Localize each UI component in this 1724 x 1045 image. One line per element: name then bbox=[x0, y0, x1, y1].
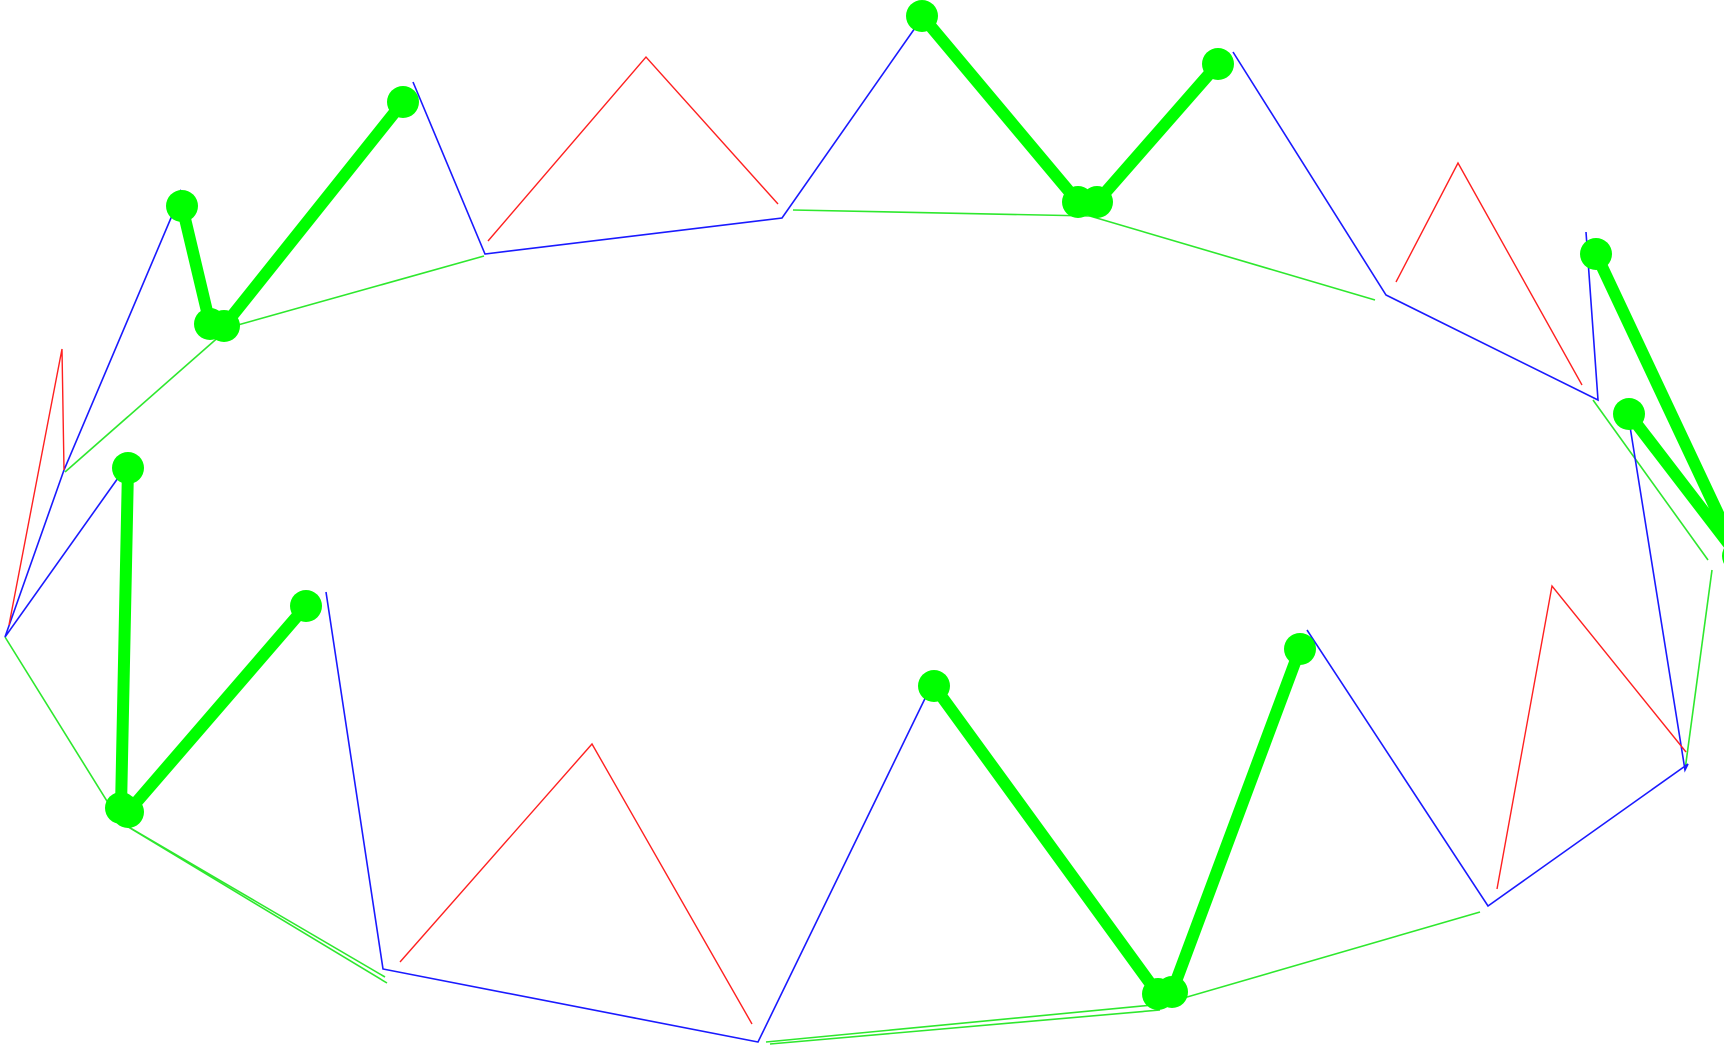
red-zigzag bbox=[1496, 584, 1687, 890]
green-edge bbox=[1592, 399, 1709, 561]
atom bbox=[1613, 398, 1645, 430]
green-edge bbox=[769, 1009, 1161, 1045]
thick-bond bbox=[1590, 248, 1724, 548]
green-edge bbox=[219, 255, 485, 331]
red-zigzags bbox=[8, 55, 1687, 1025]
atom bbox=[918, 670, 950, 702]
green-edge bbox=[119, 821, 386, 978]
green-edge bbox=[64, 333, 223, 473]
red-zigzag bbox=[399, 742, 753, 1025]
atom bbox=[112, 796, 144, 828]
atom bbox=[208, 310, 240, 342]
atom bbox=[1580, 238, 1612, 270]
atom bbox=[290, 590, 322, 622]
red-zigzag bbox=[8, 348, 65, 626]
atom bbox=[112, 452, 144, 484]
blue-zigzag bbox=[1306, 413, 1689, 908]
red-zigzag bbox=[487, 55, 779, 242]
atom bbox=[1202, 48, 1234, 80]
blue-zigzags bbox=[4, 17, 1689, 1043]
green-edge bbox=[1082, 213, 1376, 301]
atom bbox=[906, 0, 938, 32]
blue-zigzag bbox=[325, 591, 935, 1043]
atom bbox=[1284, 633, 1316, 665]
atom bbox=[1081, 186, 1113, 218]
green-edge bbox=[1684, 569, 1713, 771]
atom bbox=[1156, 976, 1188, 1008]
red-zigzag bbox=[1395, 161, 1583, 386]
blue-zigzag bbox=[4, 477, 119, 638]
green-edge bbox=[792, 209, 1091, 217]
blue-zigzag bbox=[1232, 51, 1599, 402]
atom bbox=[166, 190, 198, 222]
atom bbox=[387, 86, 419, 118]
blue-zigzag bbox=[412, 17, 923, 255]
atoms bbox=[105, 0, 1724, 1010]
